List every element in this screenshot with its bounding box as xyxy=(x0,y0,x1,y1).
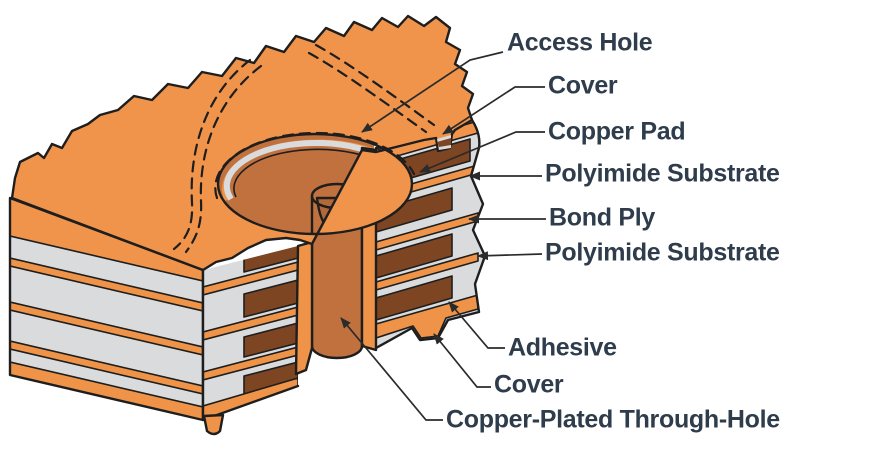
left-face-layers xyxy=(8,196,205,422)
adhesive-stripe xyxy=(203,306,298,341)
part-label: Adhesive xyxy=(508,333,617,362)
inner-copper-trace xyxy=(243,361,298,395)
part-label: Access Hole xyxy=(507,28,653,57)
inner-copper-trace xyxy=(376,187,453,233)
leader-lines xyxy=(340,51,546,421)
adhesive-stripe xyxy=(10,257,203,312)
bottom-cover-tab xyxy=(202,413,225,436)
leader-line xyxy=(340,317,443,421)
cover-step-notch xyxy=(437,135,451,150)
top-copper-cover xyxy=(10,14,475,272)
part-label: Polyimide Substrate xyxy=(545,238,780,267)
notch-copper-pad xyxy=(437,138,451,147)
barrel-plating-left xyxy=(294,240,314,376)
part-label: Cover xyxy=(548,71,618,100)
adhesive-stripe xyxy=(203,346,298,381)
leader-line xyxy=(448,301,505,349)
hidden-trace-dashed-line xyxy=(307,51,428,134)
part-label: Bond Ply xyxy=(549,203,655,232)
hidden-trace-dashed-line xyxy=(314,43,436,127)
front-cut-face-left xyxy=(201,246,300,422)
adhesive-stripe xyxy=(376,252,479,291)
hidden-pad-dashed-rim xyxy=(214,131,416,200)
leader-line xyxy=(419,131,545,173)
front-cut-outline xyxy=(201,268,300,422)
adhesive-stripe xyxy=(10,301,203,356)
adhesive-stripe xyxy=(203,261,298,296)
hidden-trace-dashed-line xyxy=(184,64,263,254)
part-label: Polyimide Substrate xyxy=(545,159,780,188)
part-label: Cover xyxy=(494,370,564,399)
adhesive-stripe xyxy=(10,340,203,395)
leader-line xyxy=(361,51,504,133)
leader-line xyxy=(477,251,543,261)
leader-line xyxy=(442,86,545,135)
inner-copper-trace xyxy=(243,322,298,358)
inner-copper-trace xyxy=(243,279,298,318)
leader-line xyxy=(433,333,491,388)
bottom-cover-edge-left xyxy=(10,361,203,420)
part-label: Copper-Plated Through-Hole xyxy=(446,405,780,434)
inner-copper-trace xyxy=(376,275,453,321)
inner-copper-trace xyxy=(243,246,298,273)
hidden-trace-dashed-line xyxy=(172,58,252,251)
hidden-trace-dashed-lines xyxy=(172,43,436,254)
part-label: Copper Pad xyxy=(548,117,686,146)
inner-copper-trace xyxy=(376,233,453,279)
